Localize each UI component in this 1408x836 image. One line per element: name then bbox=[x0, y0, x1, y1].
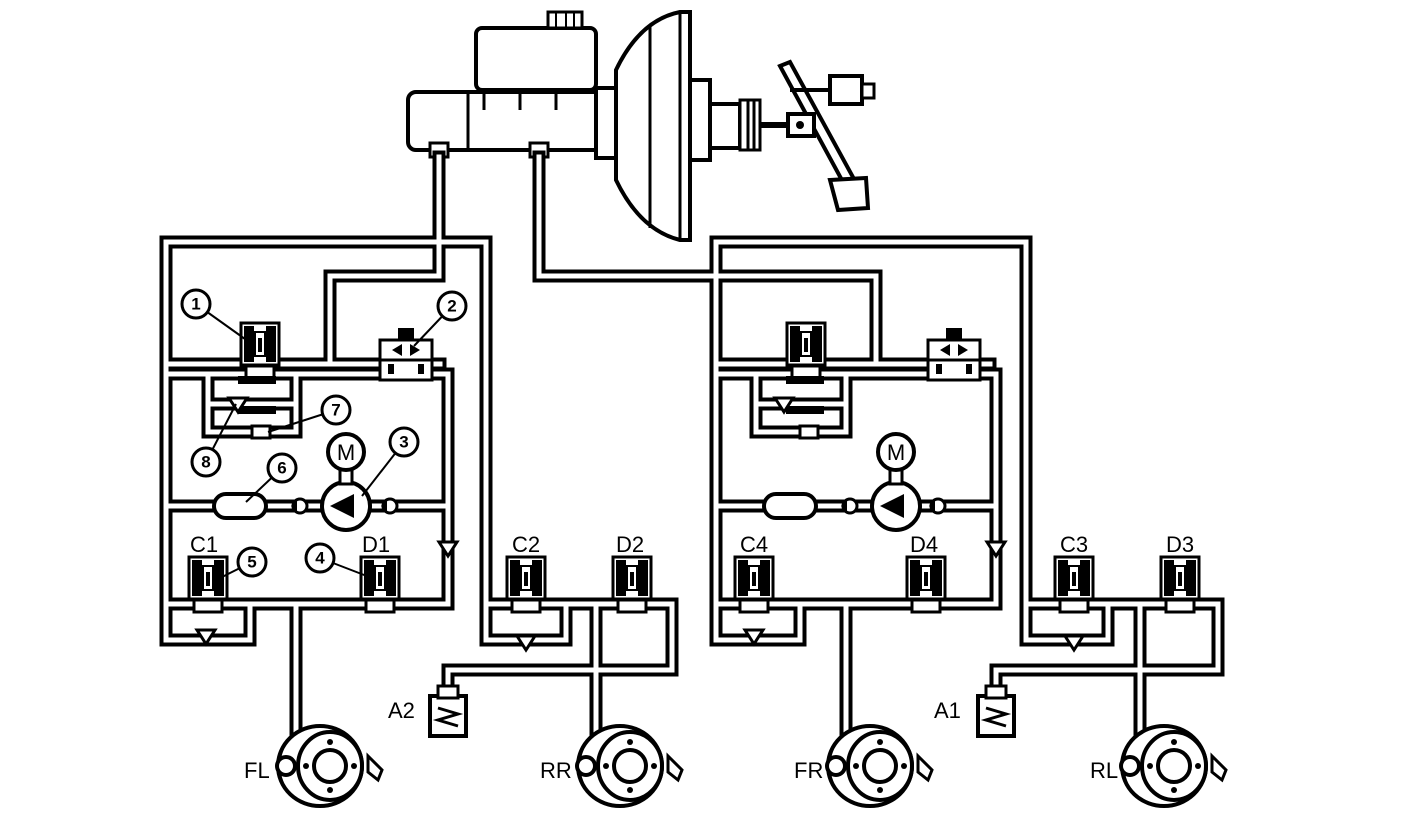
pump-damper-left bbox=[212, 492, 268, 520]
callout-1: 1 bbox=[180, 288, 212, 320]
inlet-valve-c2 bbox=[505, 555, 547, 614]
wheel-fr-label: FR bbox=[794, 758, 823, 783]
valve-c3-label: C3 bbox=[1060, 532, 1088, 557]
hydraulic-lines bbox=[159, 150, 1225, 743]
wheel-rl-label: RL bbox=[1090, 758, 1118, 783]
svg-text:4: 4 bbox=[315, 549, 325, 568]
callout-6: 6 bbox=[266, 452, 298, 484]
check-valve-pump-in-left bbox=[289, 497, 309, 515]
accumulator-a1-label: A1 bbox=[934, 698, 961, 723]
svg-text:6: 6 bbox=[277, 459, 286, 478]
valve-d3-label: D3 bbox=[1166, 532, 1194, 557]
check-valve-pump-out-right bbox=[927, 497, 947, 515]
wheel-fl-label: FL bbox=[244, 758, 270, 783]
inlet-valve-c4 bbox=[733, 555, 775, 614]
svg-text:3: 3 bbox=[399, 433, 408, 452]
check-valve-pump-in-right bbox=[839, 497, 859, 515]
pressure-valve-left bbox=[239, 321, 281, 380]
callout-8: 8 bbox=[190, 446, 222, 478]
outlet-valve-d3 bbox=[1159, 555, 1201, 614]
motor-left bbox=[326, 432, 366, 472]
accumulator-a2 bbox=[428, 684, 468, 738]
motor-left-label: M bbox=[337, 440, 355, 465]
svg-text:8: 8 bbox=[201, 453, 210, 472]
accumulator-a2-label: A2 bbox=[388, 698, 415, 723]
check-valve-pump-out-left bbox=[379, 497, 399, 515]
svg-text:7: 7 bbox=[331, 401, 340, 420]
callout-3: 3 bbox=[388, 426, 420, 458]
wheel-brake-rr bbox=[575, 724, 684, 808]
wheel-brake-rl bbox=[1119, 724, 1228, 808]
valve-c4-label: C4 bbox=[740, 532, 768, 557]
valve-c2-label: C2 bbox=[512, 532, 540, 557]
master-cylinder bbox=[406, 10, 610, 159]
inlet-valve-c1 bbox=[187, 555, 229, 614]
callout-5: 5 bbox=[236, 546, 268, 578]
motor-right bbox=[876, 432, 916, 472]
callout-2: 2 bbox=[436, 290, 468, 322]
outlet-valve-d2 bbox=[611, 555, 653, 614]
motor-right-label: M bbox=[887, 440, 905, 465]
valve-d1-label: D1 bbox=[362, 532, 390, 557]
valve-d4-label: D4 bbox=[910, 532, 938, 557]
brake-booster bbox=[594, 10, 790, 242]
wheel-brake-fl bbox=[275, 724, 384, 808]
pressure-valve-right bbox=[785, 321, 827, 380]
callout-7: 7 bbox=[320, 394, 352, 426]
callouts: 1 2 3 5 4 6 7 8 bbox=[180, 288, 468, 579]
valve-d2-label: D2 bbox=[616, 532, 644, 557]
outlet-valve-d4 bbox=[905, 555, 947, 614]
brake-pedal bbox=[777, 59, 876, 213]
pump-damper-right bbox=[762, 492, 818, 520]
wheel-brakes: FL RR FR RL bbox=[244, 724, 1228, 808]
svg-text:1: 1 bbox=[191, 295, 200, 314]
svg-text:5: 5 bbox=[247, 553, 256, 572]
wheel-brake-fr bbox=[825, 724, 934, 808]
valve-c1-label: C1 bbox=[190, 532, 218, 557]
isolation-valve-right bbox=[926, 326, 982, 382]
callout-4: 4 bbox=[304, 542, 336, 574]
wheel-rr-label: RR bbox=[540, 758, 572, 783]
right-hydraulic-module: M C4 D4 C3 D3 A1 bbox=[733, 321, 1201, 738]
svg-text:2: 2 bbox=[447, 297, 456, 316]
inlet-valve-c3 bbox=[1053, 555, 1095, 614]
accumulator-a1 bbox=[976, 684, 1016, 738]
outlet-valve-d1 bbox=[359, 555, 401, 614]
